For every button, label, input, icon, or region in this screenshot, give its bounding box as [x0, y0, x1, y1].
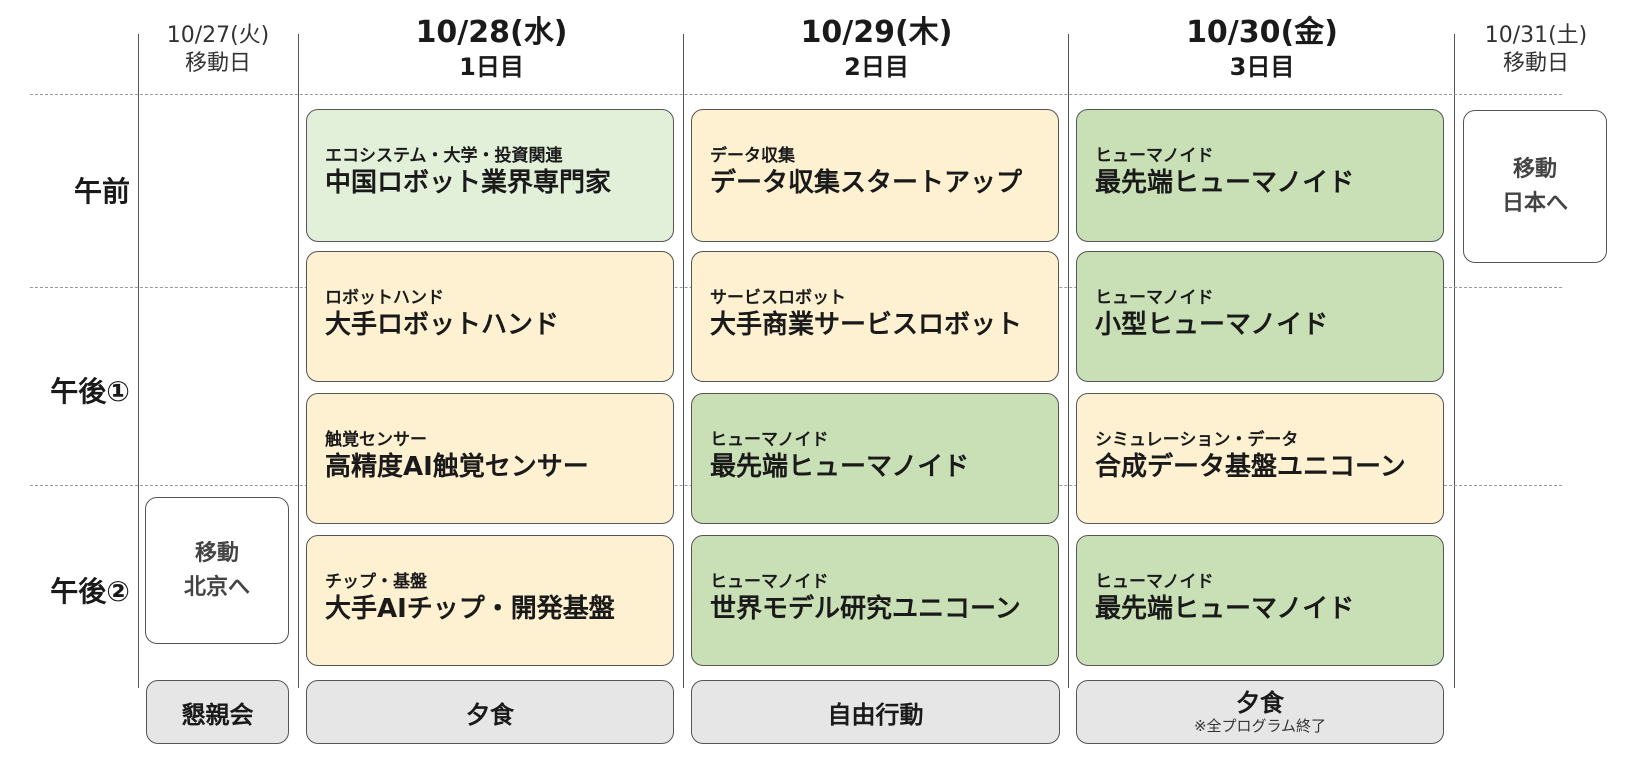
session-name: 世界モデル研究ユニコーン: [710, 594, 1021, 624]
session-card[interactable]: データ収集 データ収集スタートアップ: [691, 109, 1059, 242]
session-category: シミュレーション・データ: [1095, 430, 1299, 450]
session-category: 触覚センサー: [325, 430, 427, 450]
header-day3: 10/30(金) 3日目: [1070, 14, 1454, 82]
header-day2: 10/29(木) 2日目: [685, 14, 1068, 82]
evening-label: 夕食: [1236, 689, 1284, 717]
session-category: データ収集: [710, 146, 795, 166]
session-card[interactable]: 触覚センサー 高精度AI触覚センサー: [306, 393, 674, 524]
evening-day0[interactable]: 懇親会: [146, 680, 289, 744]
row-divider: [30, 94, 1562, 95]
session-card[interactable]: チップ・基盤 大手AIチップ・開発基盤: [306, 535, 674, 666]
column-divider: [1068, 34, 1069, 688]
session-card[interactable]: ロボットハンド 大手ロボットハンド: [306, 251, 674, 382]
session-category: サービスロボット: [710, 288, 846, 308]
row-label-pm1: 午後①: [50, 375, 130, 408]
header-date: 10/29(木): [800, 15, 953, 50]
evening-note: ※全プログラム終了: [1193, 717, 1327, 735]
session-card[interactable]: ヒューマノイド 最先端ヒューマノイド: [1076, 535, 1444, 666]
header-day0: 10/27(火) 移動日: [140, 22, 296, 78]
evening-day1[interactable]: 夕食: [306, 680, 674, 744]
session-category: チップ・基盤: [325, 572, 427, 592]
travel-card-beijing[interactable]: 移動 北京へ: [145, 497, 289, 644]
header-date: 10/30(金): [1186, 15, 1338, 50]
header-sub: 3日目: [1229, 53, 1295, 81]
column-divider: [683, 34, 684, 688]
travel-line2: 北京へ: [183, 574, 250, 600]
session-name: 中国ロボット業界専門家: [325, 168, 612, 198]
evening-label: 自由行動: [827, 700, 924, 729]
session-name: 高精度AI触覚センサー: [325, 452, 589, 482]
session-card[interactable]: ヒューマノイド 世界モデル研究ユニコーン: [691, 535, 1059, 666]
column-divider: [1454, 34, 1455, 688]
row-label-pm2: 午後②: [50, 575, 130, 608]
session-name: 合成データ基盤ユニコーン: [1095, 452, 1406, 482]
header-day4: 10/31(土) 移動日: [1456, 22, 1616, 78]
header-date: 10/28(水): [415, 15, 568, 50]
header-sub: 2日目: [844, 53, 909, 81]
evening-day2[interactable]: 自由行動: [691, 680, 1060, 744]
evening-day3[interactable]: 夕食 ※全プログラム終了: [1076, 680, 1444, 744]
column-divider: [298, 34, 299, 688]
session-card[interactable]: シミュレーション・データ 合成データ基盤ユニコーン: [1076, 393, 1444, 524]
session-name: 大手商業サービスロボット: [710, 310, 1023, 340]
session-category: ヒューマノイド: [710, 430, 829, 450]
session-category: ヒューマノイド: [1095, 146, 1214, 166]
session-card[interactable]: ヒューマノイド 最先端ヒューマノイド: [1076, 109, 1444, 242]
travel-card-japan[interactable]: 移動 日本へ: [1463, 110, 1607, 263]
session-name: データ収集スタートアップ: [710, 168, 1023, 198]
column-divider: [138, 34, 139, 688]
session-name: 最先端ヒューマノイド: [710, 452, 970, 482]
header-sub: 移動日: [184, 51, 251, 76]
session-name: 最先端ヒューマノイド: [1095, 168, 1355, 198]
session-card[interactable]: エコシステム・大学・投資関連 中国ロボット業界専門家: [306, 109, 674, 242]
header-date: 10/31(土): [1484, 23, 1588, 48]
session-card[interactable]: ヒューマノイド 最先端ヒューマノイド: [691, 393, 1059, 524]
session-name: 最先端ヒューマノイド: [1095, 594, 1355, 624]
header-sub: 移動日: [1502, 51, 1569, 76]
header-day1: 10/28(水) 1日目: [300, 14, 683, 82]
header-date: 10/27(火): [166, 23, 270, 48]
travel-line2: 日本へ: [1501, 190, 1568, 216]
evening-label: 懇親会: [181, 700, 254, 729]
session-category: ヒューマノイド: [1095, 288, 1214, 308]
session-category: ヒューマノイド: [710, 572, 829, 592]
evening-label: 夕食: [466, 700, 514, 729]
travel-line1: 移動: [194, 540, 239, 566]
session-card[interactable]: サービスロボット 大手商業サービスロボット: [691, 251, 1059, 382]
session-category: エコシステム・大学・投資関連: [325, 146, 563, 166]
session-category: ヒューマノイド: [1095, 572, 1214, 592]
header-sub: 1日目: [459, 53, 524, 81]
travel-line1: 移動: [1512, 156, 1557, 182]
session-name: 大手AIチップ・開発基盤: [325, 594, 615, 624]
session-category: ロボットハンド: [325, 288, 444, 308]
session-name: 小型ヒューマノイド: [1095, 310, 1329, 340]
row-label-am: 午前: [73, 175, 130, 208]
session-name: 大手ロボットハンド: [325, 310, 560, 340]
session-card[interactable]: ヒューマノイド 小型ヒューマノイド: [1076, 251, 1444, 382]
